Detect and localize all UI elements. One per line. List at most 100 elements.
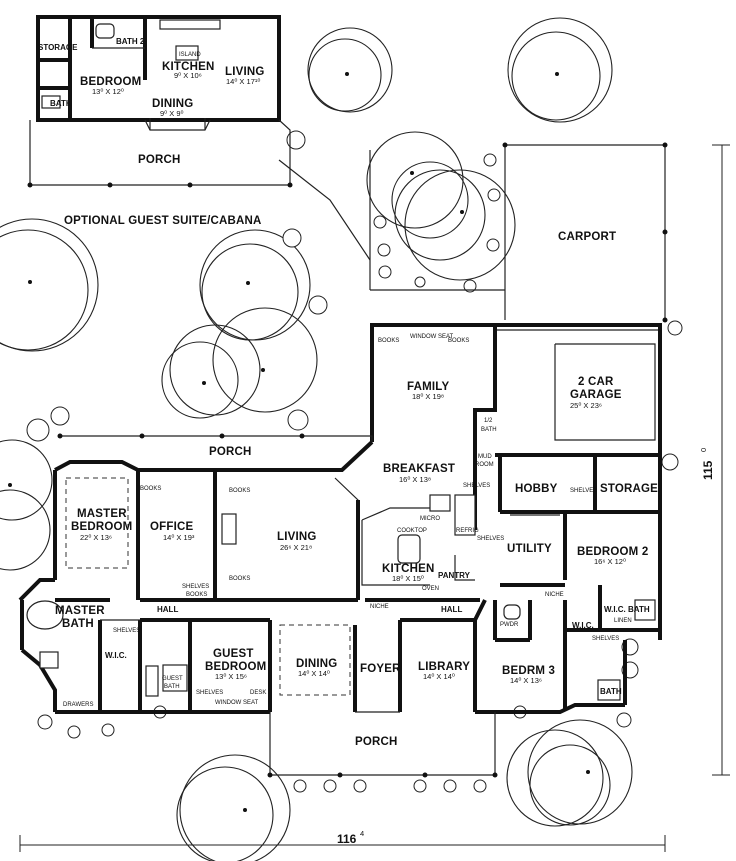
site-shrubs (26, 130, 683, 793)
kitchen-dim: 18⁰ X 15⁰ (392, 574, 424, 583)
guest-kitchen-dim: 9⁰ X 10⁶ (174, 71, 202, 80)
guest-island-label: ISLAND (179, 52, 201, 58)
books-office-label: BOOKS (140, 486, 161, 492)
pantry-label: PANTRY (438, 571, 471, 580)
guest-bath-label-2: BATH (164, 684, 180, 690)
site-trees (0, 17, 633, 861)
books-label-2: BOOKS (448, 338, 469, 344)
depth-dimension-sup: 0 (699, 448, 708, 452)
width-dimension: 116 (337, 832, 357, 846)
niche-label: NICHE (370, 604, 389, 610)
front-porch-label: PORCH (355, 736, 398, 748)
books-label-1: BOOKS (378, 338, 399, 344)
breakfast-label: BREAKFAST (383, 463, 455, 475)
shelves-office-label: SHELVES (182, 584, 209, 590)
library-label: LIBRARY (418, 661, 470, 673)
main-house-walls (18, 323, 662, 778)
pwdr-label: PWDR (500, 622, 519, 628)
master-bedroom-label: MASTER (77, 508, 127, 520)
guest-bedroom-label-2: BEDROOM (205, 661, 266, 673)
bedroom2-dim: 16⁶ X 12⁰ (594, 557, 626, 566)
books-living-label-2: BOOKS (229, 576, 250, 582)
tree-courtyard (366, 131, 516, 281)
master-bath-label: MASTER (55, 605, 105, 617)
bedrm3-label: BEDRM 3 (502, 665, 555, 677)
linen-label: LINEN (614, 618, 632, 624)
window-seat-label: WINDOW SEAT (410, 334, 454, 340)
tree-center-left (161, 229, 318, 419)
guest-bath-label: BATH (50, 99, 72, 108)
guest-dining-dim: 9⁰ X 9⁰ (160, 109, 184, 118)
shelves-guest-label: SHELVES (196, 690, 223, 696)
guest-bath-label: GUEST (162, 676, 183, 682)
niche-label-2: NICHE (545, 592, 564, 598)
dining-dim: 14⁰ X 14⁰ (298, 669, 330, 678)
hall-right-label: HALL (441, 605, 462, 614)
living-dim: 26⁶ X 21⁸ (280, 543, 312, 552)
master-bath-label-2: BATH (62, 618, 94, 630)
library-dim: 14⁰ X 14⁰ (423, 672, 455, 681)
guest-bedroom-label: GUEST (213, 648, 254, 660)
family-dim: 18⁰ X 19⁸ (412, 392, 444, 401)
guest-suite-title: OPTIONAL GUEST SUITE/CABANA (64, 215, 262, 227)
wic-bedroom2-label: W.I.C. (604, 605, 626, 614)
guest-kitchen-label: KITCHEN (162, 61, 215, 73)
width-dimension-sup: 4 (360, 829, 364, 838)
garage-label-2: GARAGE (570, 389, 622, 401)
window-seat-guest-label: WINDOW SEAT (215, 700, 259, 706)
micro-label: MICRO (420, 516, 440, 522)
shelves-hobby-label: SHELVES (570, 488, 597, 494)
half-bath-label-2: BATH (481, 427, 497, 433)
office-dim: 14⁰ X 19³ (163, 533, 195, 542)
family-label: FAMILY (407, 381, 449, 393)
shelves-master-label: SHELVES (113, 628, 140, 634)
dimension-lines (19, 144, 730, 852)
guest-porch-label: PORCH (138, 154, 181, 166)
master-bedroom-dim: 22⁰ X 13⁶ (80, 533, 112, 542)
guest-living-label: LIVING (225, 66, 265, 78)
storage-label: STORAGE (600, 483, 658, 495)
tree-front-left (176, 754, 291, 861)
tree-left (0, 218, 99, 352)
garage-label: 2 CAR (578, 376, 614, 388)
carport (369, 142, 668, 323)
hobby-label: HOBBY (515, 483, 558, 495)
wic-master-label: W.I.C. (105, 651, 127, 660)
dining-label: DINING (296, 658, 337, 670)
half-bath-label: 1/2 (484, 418, 493, 424)
guest-bedroom-label: BEDROOM (80, 76, 141, 88)
tree-top-center (307, 27, 393, 113)
books-office-label-2: BOOKS (186, 592, 207, 598)
books-living-label-1: BOOKS (229, 488, 250, 494)
guest-bedroom-dim: 13⁰ X 12⁰ (92, 87, 124, 96)
office-label: OFFICE (150, 521, 193, 533)
bedroom2-label: BEDROOM 2 (577, 546, 648, 558)
shelves-kitchen-label: SHELVES (477, 536, 504, 542)
bath-bedroom2-label: BATH (628, 605, 650, 614)
living-label: LIVING (277, 531, 317, 543)
bath-bedroom3-label: BATH (600, 687, 622, 696)
shelves-mud-label: SHELVES (463, 483, 490, 489)
ovens-label: OVEN (422, 586, 439, 592)
bedrm3-dim: 14⁰ X 13⁶ (510, 676, 542, 685)
utility-label: UTILITY (507, 543, 552, 555)
guest-bath2-label: BATH 2 (116, 37, 145, 46)
refrig-label: REFRIG (456, 528, 479, 534)
master-bedroom-label-2: BEDROOM (71, 521, 132, 533)
tree-far-left (0, 439, 53, 571)
cooktop-label: COOKTOP (397, 528, 427, 534)
hall-left-label: HALL (157, 605, 178, 614)
guest-suite (27, 15, 371, 261)
tree-top-right (507, 17, 613, 123)
mud-label-2: ROOM (475, 462, 494, 468)
guest-living-dim: 14⁰ X 17¹⁰ (226, 77, 260, 86)
garage-dim: 25⁰ X 23⁶ (570, 401, 602, 410)
drawers-label: DRAWERS (63, 702, 93, 708)
depth-dimension: 115 (701, 460, 715, 480)
shelves-bedroom3-label: SHELVES (592, 636, 619, 642)
mud-label: MUD (478, 454, 492, 460)
carport-label: CARPORT (558, 231, 616, 243)
guest-dining-label: DINING (152, 98, 193, 110)
wic-bedroom3-label: W.I.C. (572, 621, 594, 630)
